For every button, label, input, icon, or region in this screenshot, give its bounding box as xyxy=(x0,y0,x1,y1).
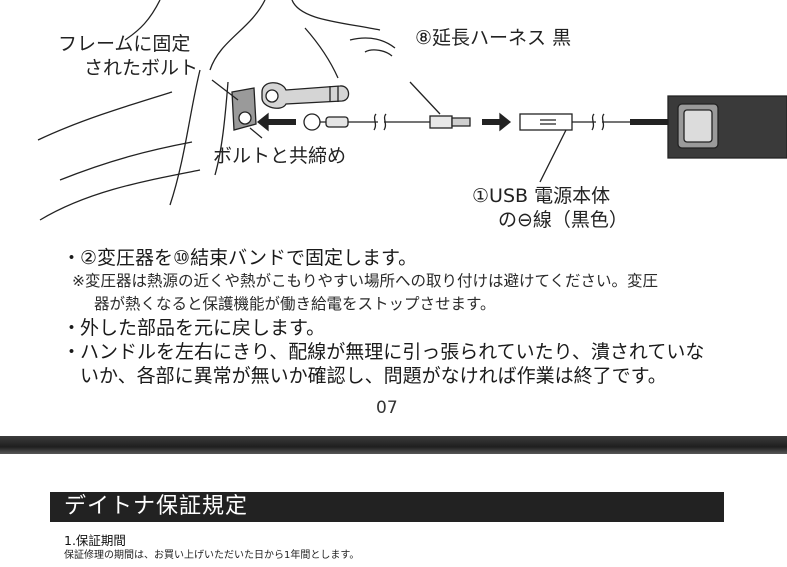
instruction-notes: ・ ②変圧器を⑩結束バンドで固定します。 ※変圧器は熱源の近くや熱がこもりやすい… xyxy=(62,246,762,388)
warranty-item-text: 保証修理の期間は、お買い上げいただいた日から1年間とします。 xyxy=(64,550,360,561)
warranty-item-heading: 1.保証期間 xyxy=(64,533,126,548)
page-number: 07 xyxy=(376,398,398,418)
page-divider xyxy=(0,436,787,454)
usb-minus-label: ①USB 電源本体 の⊖線（黒色） xyxy=(472,185,628,231)
note-item: ・ ハンドルを左右にきり、配線が無理に引っ張られていたり、潰されていな いか、各… xyxy=(62,341,705,387)
frame-bolt-label: フレームに固定 されたボルト xyxy=(58,33,199,79)
manual-page: フレームに固定 されたボルト ⑧延長ハーネス 黒 ボルトと共締め ①USB 電源… xyxy=(37,0,787,418)
bolt-fasten-label: ボルトと共締め xyxy=(213,145,347,167)
wiring-diagram xyxy=(37,0,787,221)
next-page: デイトナ保証規定 1.保証期間 保証修理の期間は、お買い上げいただいた日から1年… xyxy=(0,454,787,567)
note-item: ・ 外した部品を元に戻します。 xyxy=(62,317,326,339)
section-title: デイトナ保証規定 xyxy=(64,494,249,519)
caution-text: ※変圧器は熱源の近くや熱がこもりやすい場所への取り付けは避けてください。変圧 器… xyxy=(72,272,659,313)
section-header: デイトナ保証規定 xyxy=(50,492,724,522)
harness-label: ⑧延長ハーネス 黒 xyxy=(415,27,572,49)
note-item: ・ ②変圧器を⑩結束バンドで固定します。 xyxy=(62,247,418,269)
